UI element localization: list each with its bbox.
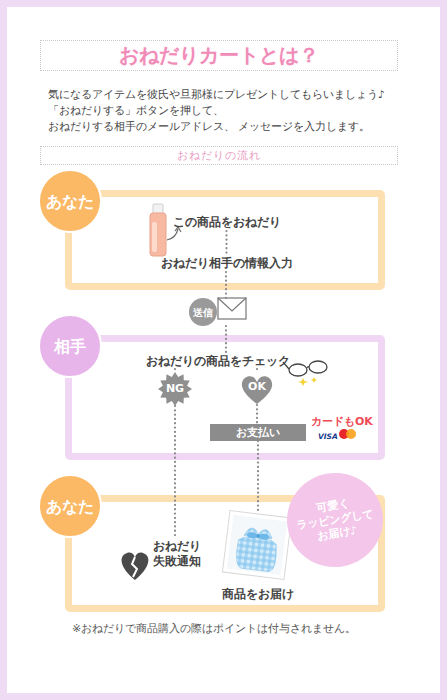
node-text: おねだり 失敗通知 bbox=[146, 539, 208, 569]
actor-badge: 相手 bbox=[38, 314, 102, 378]
section-heading-band: おねだりの流れ bbox=[40, 146, 398, 165]
section-frame bbox=[65, 190, 385, 290]
node-text: おねだりの商品をチェック bbox=[146, 354, 290, 369]
node-text: おねだり相手の情報入力 bbox=[161, 256, 293, 271]
page-frame bbox=[4, 4, 444, 697]
shape-text-box: OK bbox=[240, 373, 274, 401]
node-text: 可愛く ラッピングして お届け♪ bbox=[290, 493, 380, 548]
curved-arrow bbox=[167, 229, 178, 240]
node-text: この商品をおねだり bbox=[173, 215, 281, 230]
title-text: おねだりカートとは？ bbox=[119, 42, 319, 69]
broken-heart-icon bbox=[122, 553, 149, 580]
send-circle: 送信 bbox=[189, 298, 263, 326]
node-text: あなた bbox=[46, 192, 94, 211]
card-note: カードもOK bbox=[311, 414, 381, 430]
footnote: ※おねだりで商品購入の際はポイントは付与されません。 bbox=[72, 621, 402, 637]
dotted-connector bbox=[174, 406, 176, 537]
wrapping-callout: 可愛く ラッピングして お届け♪ bbox=[280, 466, 390, 574]
actor-badge: あなた bbox=[38, 474, 102, 538]
heart-shape bbox=[242, 376, 272, 404]
visa-logo: VISA bbox=[318, 429, 342, 445]
dotted-connector bbox=[256, 405, 258, 424]
gift-photo bbox=[222, 510, 291, 579]
ng-badge: NG bbox=[157, 372, 193, 406]
sparkles bbox=[298, 377, 317, 386]
node-text: NG bbox=[166, 382, 184, 396]
actor-section: 相手おねだりの商品をチェックNGOKお支払い bbox=[65, 335, 385, 460]
ok-heart: OK bbox=[240, 373, 274, 405]
node-text: 相手 bbox=[54, 337, 86, 356]
node-text: 送信 bbox=[193, 306, 213, 319]
dotted-connector bbox=[225, 272, 227, 298]
intro-text: 「おねだりする」ボタンを押して、おねだりする相手のメールアドレス、 メッセージを… bbox=[48, 102, 408, 134]
actor-section: あなたおねだり 失敗通知商品をお届け可愛く ラッピングして お届け♪ bbox=[65, 495, 385, 612]
node-text: おねだりの流れ bbox=[177, 149, 261, 163]
mastercard-logo bbox=[339, 429, 356, 439]
dotted-connector bbox=[174, 369, 176, 372]
node-text: あなた bbox=[46, 497, 94, 516]
title-box: おねだりカートとは？ bbox=[40, 40, 398, 71]
step-text: おねだりの商品をチェック bbox=[143, 353, 293, 369]
failure-notice: おねだり 失敗通知 bbox=[146, 537, 208, 571]
node-text: 商品をお届け bbox=[222, 587, 294, 602]
intro-text: 気になるアイテムを彼氏や旦那様にプレゼントしてもらいましょう♪ bbox=[48, 86, 408, 102]
envelope-icon bbox=[218, 298, 246, 319]
step-text: この商品をおねだり bbox=[170, 214, 283, 231]
dotted-connector bbox=[225, 231, 227, 255]
dotted-connector bbox=[225, 326, 227, 353]
node-text: OK bbox=[248, 380, 266, 394]
bottle-illustration bbox=[150, 204, 166, 256]
payment-bar: お支払い bbox=[210, 424, 306, 441]
step-text: おねだり相手の情報入力 bbox=[158, 255, 296, 272]
shape-text-box: 送信 bbox=[189, 298, 217, 326]
shape-text-box: NG bbox=[157, 372, 193, 406]
dotted-connector bbox=[256, 369, 258, 373]
send-circle-shape bbox=[189, 298, 217, 326]
actor-badge: あなた bbox=[38, 169, 102, 233]
node-text: お支払い bbox=[236, 426, 280, 440]
actor-section: あなたこの商品をおねだりおねだり相手の情報入力 bbox=[65, 190, 385, 290]
starburst-shape bbox=[158, 372, 192, 406]
dotted-connector bbox=[257, 441, 259, 512]
